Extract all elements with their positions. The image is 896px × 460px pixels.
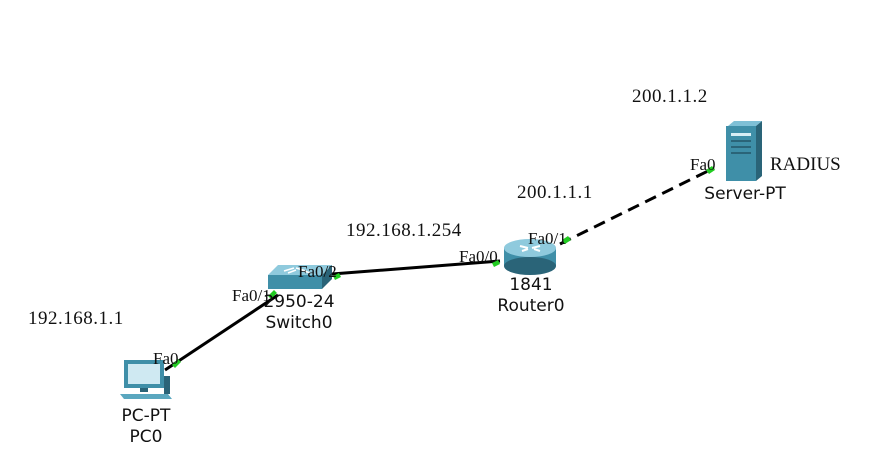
router-label: 1841 Router0 xyxy=(476,275,586,317)
router-device[interactable] xyxy=(502,238,558,276)
pc-icon xyxy=(120,360,172,399)
port-label-switch-fa01: Fa0/1 xyxy=(232,286,271,305)
port-label-router-fa00: Fa0/0 xyxy=(459,247,498,266)
server-device[interactable] xyxy=(722,120,764,182)
ip-label-router-wan: 200.1.1.1 xyxy=(517,182,593,203)
link-up-switch-fa02 xyxy=(333,273,341,280)
port-label-server-fa0: Fa0 xyxy=(690,155,716,174)
link-up-pc xyxy=(172,359,181,368)
port-label-router-fa01: Fa0/1 xyxy=(528,229,567,248)
link-up-router-fa00 xyxy=(492,260,500,267)
server-role-label: RADIUS xyxy=(770,154,841,175)
ip-label-pc: 192.168.1.1 xyxy=(28,308,124,329)
link-status-indicators xyxy=(172,166,715,368)
ip-label-router-lan: 192.168.1.254 xyxy=(346,220,462,241)
link-up-server xyxy=(706,166,715,174)
port-label-switch-fa02: Fa0/2 xyxy=(298,262,337,281)
pc-name-label: PC0 xyxy=(129,427,163,447)
server-type-label: Server-PT xyxy=(704,184,786,204)
link-switch-router[interactable] xyxy=(331,259,501,276)
ip-label-server: 200.1.1.2 xyxy=(632,86,708,107)
switch-name-label: Switch0 xyxy=(265,313,333,333)
router-type-label: 1841 xyxy=(509,275,553,295)
pc-device[interactable] xyxy=(118,358,174,400)
pc-type-label: PC-PT xyxy=(121,406,171,426)
switch-icon xyxy=(268,265,332,289)
link-router-server[interactable] xyxy=(559,166,715,246)
router-icon xyxy=(504,239,556,275)
router-name-label: Router0 xyxy=(497,296,565,316)
switch-label: 2950-24 Switch0 xyxy=(244,292,354,334)
server-label: Server-PT xyxy=(690,184,800,205)
switch-type-label: 2950-24 xyxy=(263,292,335,312)
link-pc-switch[interactable] xyxy=(164,293,279,372)
pc-label: PC-PT PC0 xyxy=(91,406,201,448)
server-icon xyxy=(726,121,762,181)
link-up-switch-fa01 xyxy=(268,290,277,299)
link-up-router-fa01 xyxy=(562,236,571,244)
port-label-pc-fa0: Fa0 xyxy=(153,349,179,368)
switch-device[interactable] xyxy=(266,263,336,293)
